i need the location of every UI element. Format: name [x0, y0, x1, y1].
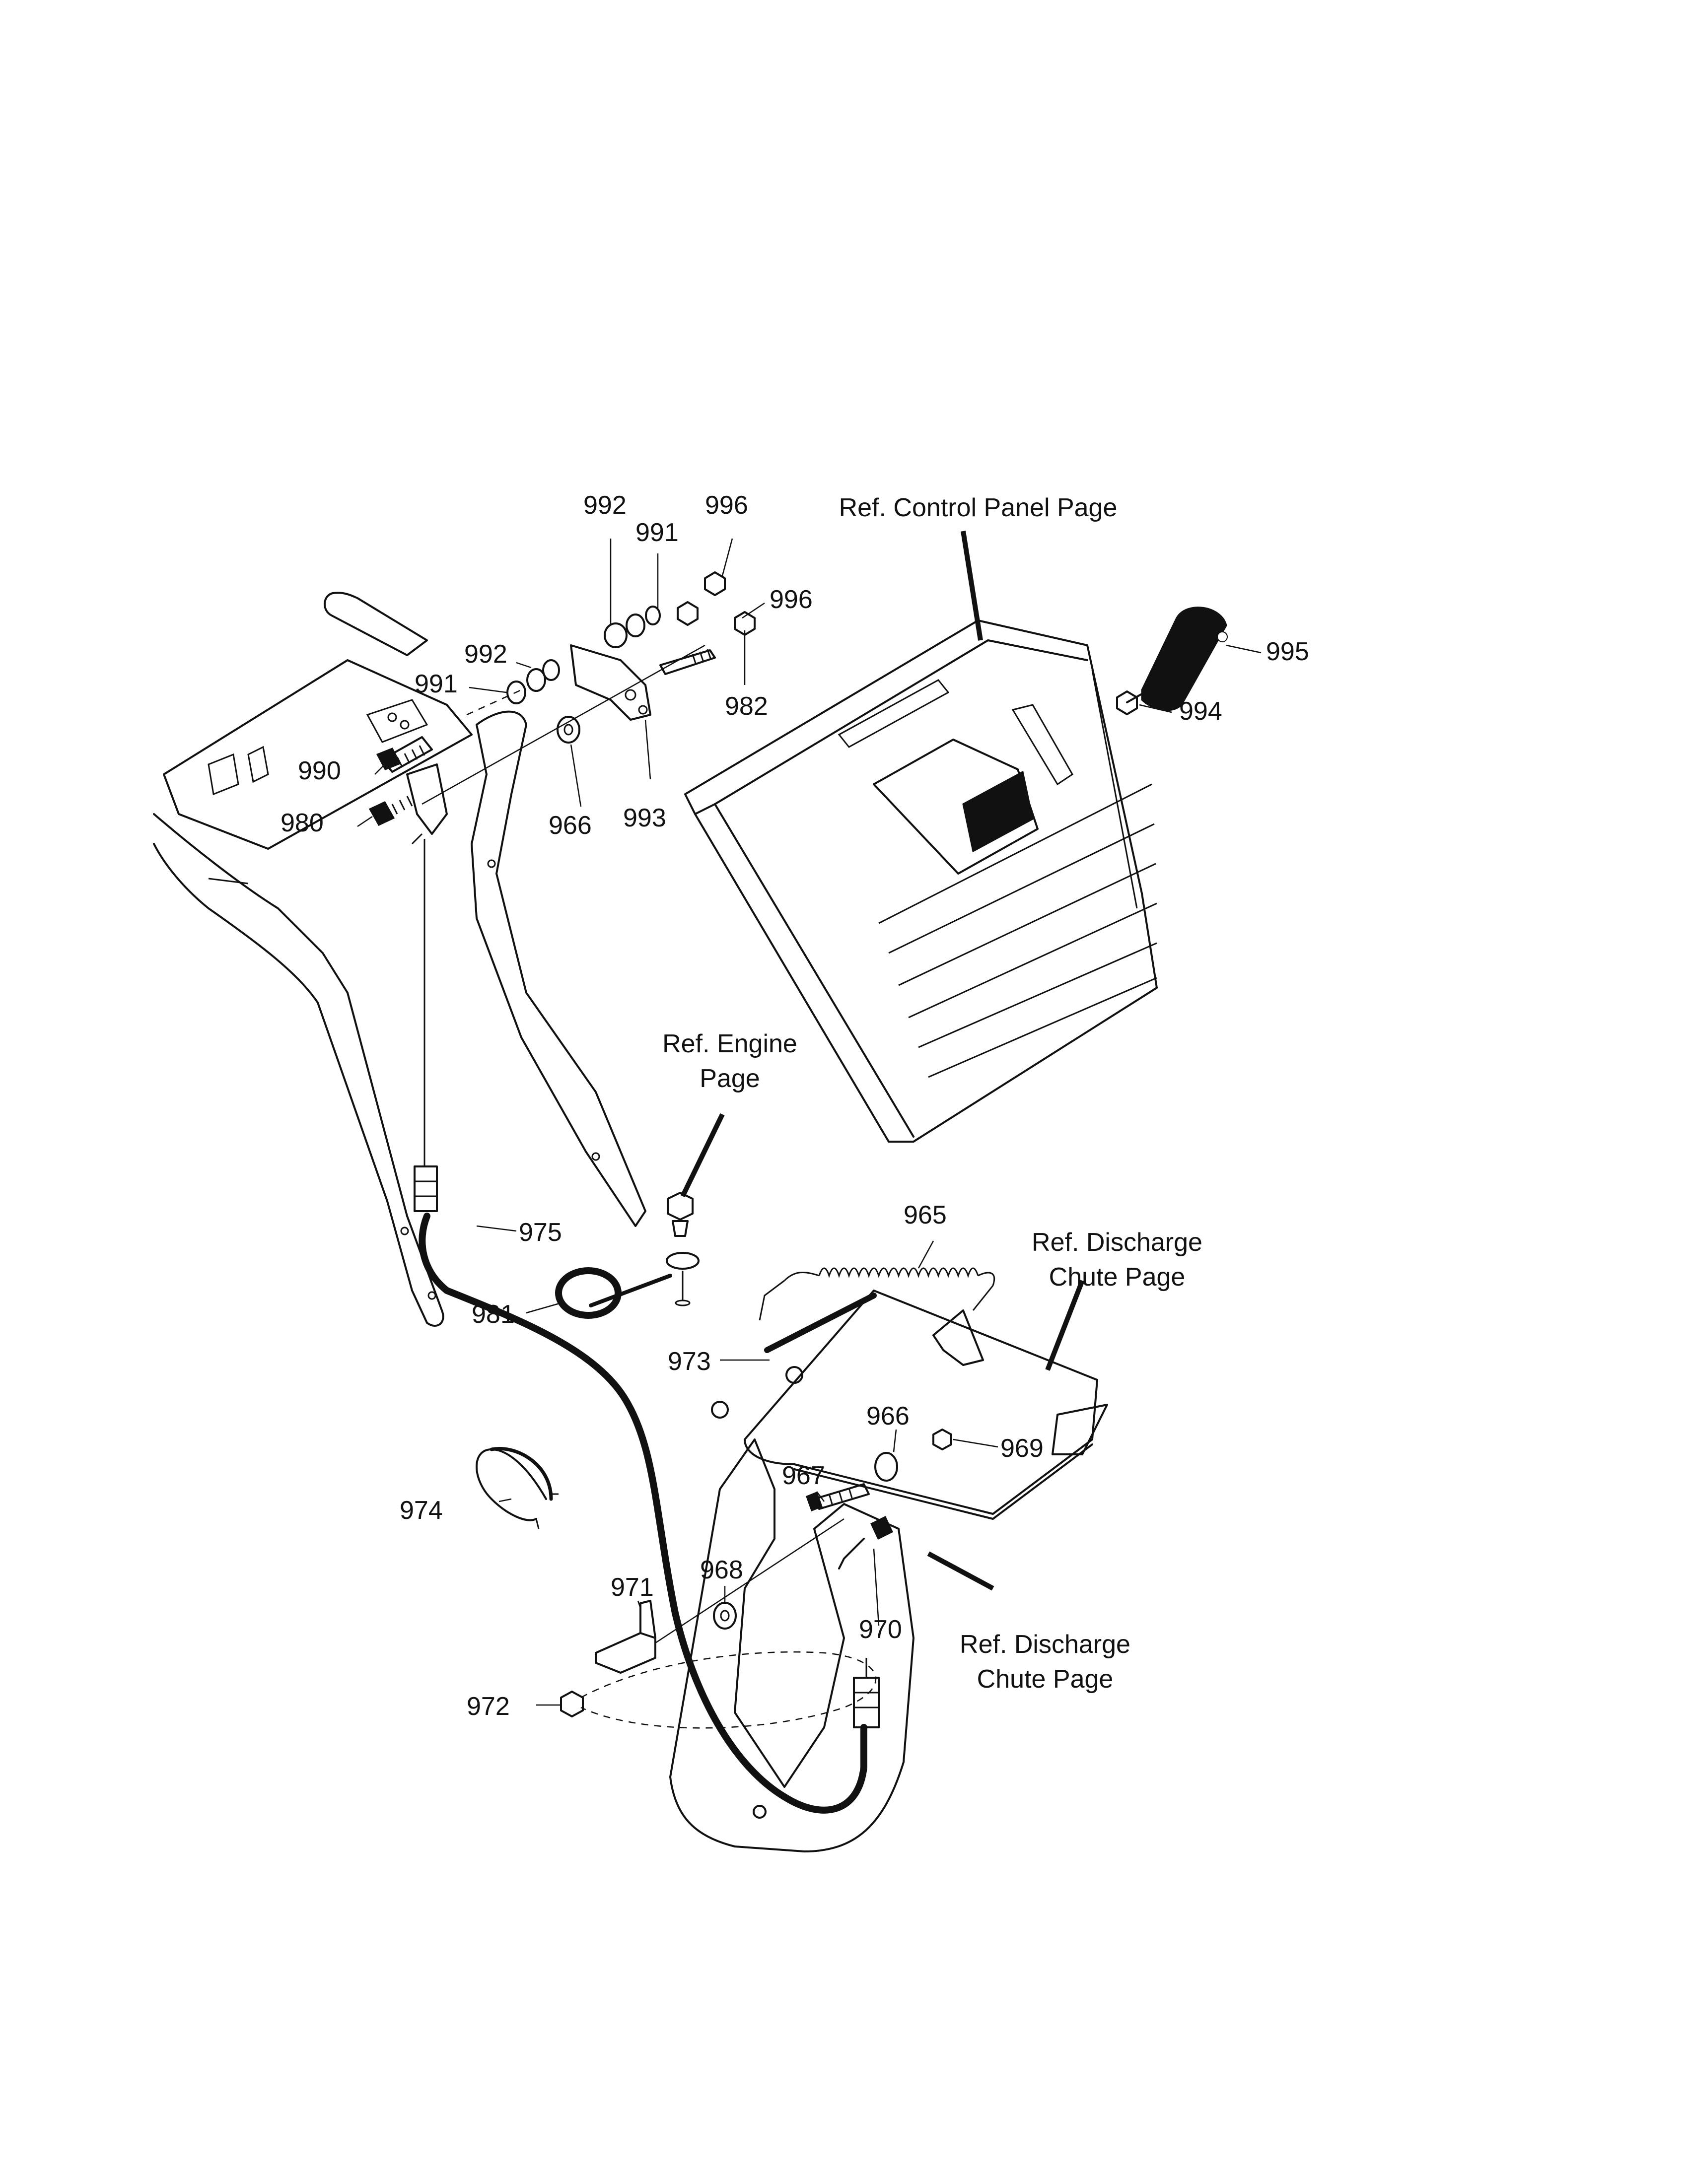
callout-996-top: 996 [705, 491, 748, 520]
ref-discharge-top-label-line2: Chute Page [1049, 1263, 1186, 1292]
engine-fitting [589, 1192, 700, 1307]
bolt-990 [376, 736, 433, 773]
ref-engine-label-line1: Ref. Engine [662, 1029, 797, 1058]
shift-cable-975 [414, 839, 880, 1814]
handle-assembly [153, 592, 646, 1327]
linkage-hardware [422, 571, 756, 805]
ref-control-panel-label: Ref. Control Panel Page [839, 493, 1118, 522]
discharge-chute-assembly [560, 1267, 1108, 1852]
callout-973: 973 [668, 1347, 711, 1376]
ref-control-panel-pointer [961, 531, 983, 641]
ref-discharge-top-pointer [1045, 1280, 1085, 1371]
bolt-980 [368, 796, 413, 826]
callout-995: 995 [1266, 637, 1309, 666]
ref-discharge-bottom-label-line2: Chute Page [977, 1665, 1114, 1694]
callout-982: 982 [725, 692, 768, 721]
callout-968: 968 [700, 1556, 743, 1584]
ref-discharge-top-label-line1: Ref. Discharge [1032, 1228, 1202, 1257]
ref-discharge-bottom-label-line1: Ref. Discharge [960, 1630, 1130, 1659]
callout-992-top: 992 [583, 491, 627, 520]
callout-969: 969 [1000, 1434, 1044, 1463]
callout-975: 975 [519, 1218, 562, 1247]
callout-967: 967 [782, 1461, 825, 1490]
ref-discharge-bottom-pointer [927, 1551, 994, 1591]
callout-991-top: 991 [635, 518, 679, 547]
shift-knob-995 [1126, 607, 1228, 711]
callout-970: 970 [859, 1615, 902, 1644]
callout-990: 990 [298, 756, 341, 785]
ref-engine-label-line2: Page [700, 1064, 760, 1093]
control-panel-cover [684, 619, 1158, 1143]
callout-972: 972 [467, 1692, 510, 1721]
callout-974: 974 [400, 1496, 443, 1525]
callout-965: 965 [904, 1201, 947, 1229]
callout-966-lower: 966 [866, 1402, 910, 1431]
callout-966-upper: 966 [549, 811, 592, 840]
ref-engine-pointer [680, 1113, 725, 1198]
retaining-ring-974 [476, 1447, 559, 1529]
nut-994 [1116, 690, 1138, 715]
callout-994: 994 [1179, 697, 1222, 726]
callout-leaders [357, 538, 1262, 1706]
callout-993: 993 [623, 804, 666, 832]
callout-992-left: 992 [464, 640, 507, 669]
callout-980: 980 [281, 809, 324, 837]
callout-991-left: 991 [415, 670, 458, 698]
callout-971: 971 [611, 1573, 654, 1602]
callout-996-right: 996 [770, 585, 813, 614]
callout-981: 981 [472, 1300, 515, 1329]
